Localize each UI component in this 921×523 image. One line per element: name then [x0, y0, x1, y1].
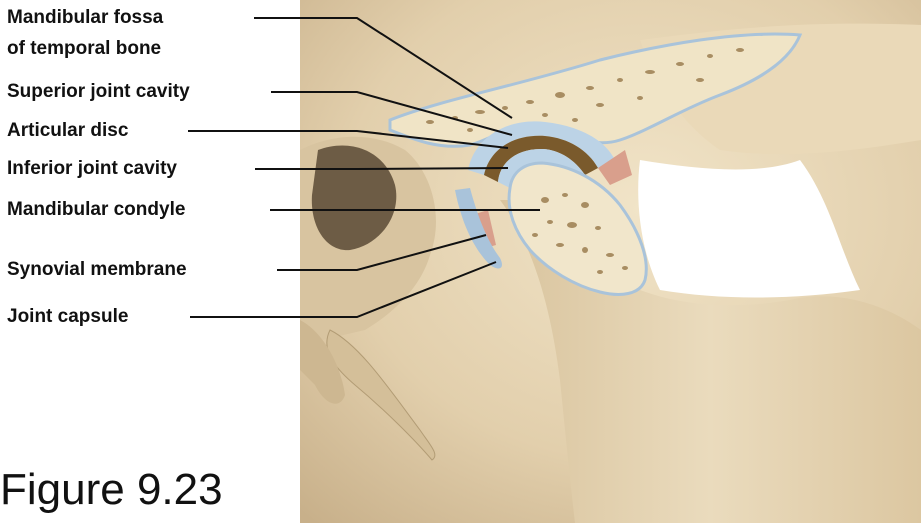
label-joint-capsule: Joint capsule [7, 305, 128, 328]
label-articular-disc: Articular disc [7, 119, 128, 142]
label-mandibular-fossa-line2: of temporal bone [7, 37, 161, 60]
label-mandibular-condyle: Mandibular condyle [7, 198, 185, 221]
label-synovial-membrane: Synovial membrane [7, 258, 187, 281]
label-inferior-joint-cavity: Inferior joint cavity [7, 157, 177, 180]
label-superior-joint-cavity: Superior joint cavity [7, 80, 190, 103]
label-mandibular-fossa-line1: Mandibular fossa [7, 6, 163, 29]
leader-inferior-joint-cavity [255, 168, 508, 169]
figure-caption: Figure 9.23 [0, 462, 223, 518]
